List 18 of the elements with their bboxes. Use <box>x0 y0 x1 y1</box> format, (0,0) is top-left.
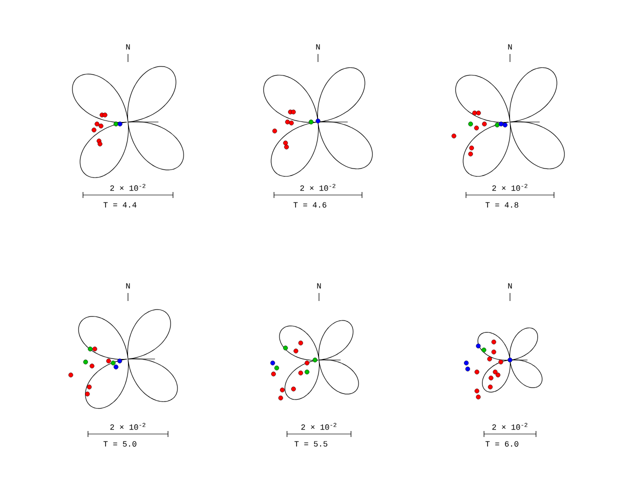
scale-label: 2 × 10$^{-2}$ <box>492 422 528 430</box>
period-label: T = 6.0 <box>486 441 518 447</box>
scale-label: 2 × 10$^{-2}$ <box>110 184 146 191</box>
north-label: N <box>317 283 321 288</box>
north-label: N <box>126 283 130 288</box>
north-label: N <box>126 44 130 50</box>
period-label: T = 4.8 <box>486 202 518 208</box>
north-label: N <box>316 44 320 50</box>
period-label: T = 5.5 <box>294 441 328 447</box>
period-label: T = 5.0 <box>104 441 136 447</box>
scale-label: 2 × 10$^{-2}$ <box>300 184 336 191</box>
period-label: T = 4.6 <box>294 202 326 208</box>
north-label: N <box>508 44 512 50</box>
scale-label: 2 × 10$^{-2}$ <box>492 184 528 191</box>
scale-label: 2 × 10$^{-2}$ <box>110 422 146 430</box>
north-label: N <box>508 283 512 288</box>
period-label: T = 4.4 <box>104 202 136 208</box>
scale-label: 2 × 10$^{-2}$ <box>301 422 336 430</box>
